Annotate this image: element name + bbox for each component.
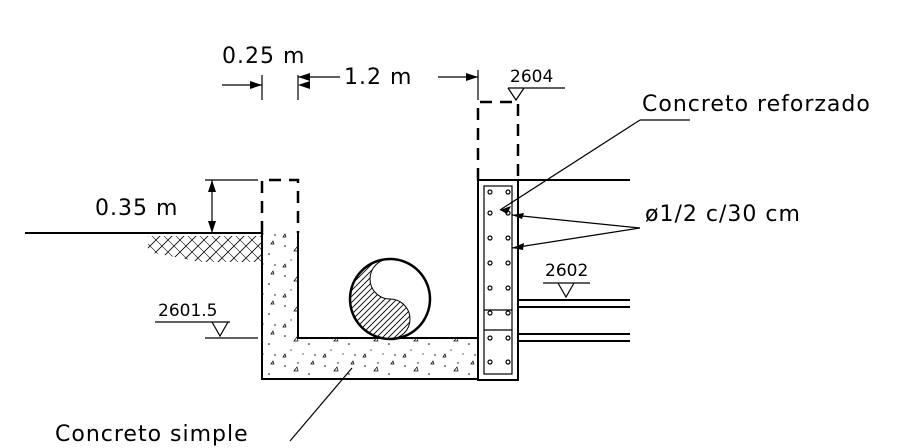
dim-channel-width-label: 1.2 m: [344, 65, 412, 90]
callout-reinforced-concrete: Concreto reforzado: [499, 92, 871, 214]
elevation-2602-label: 2602: [545, 261, 588, 281]
plain-concrete-channel: [261, 233, 478, 380]
pipe-symbol: [348, 257, 432, 341]
dim-channel-width: 1.2 m: [298, 65, 479, 100]
elevation-2604: 2604: [507, 67, 565, 102]
elevation-2602: 2602: [543, 261, 590, 299]
right-platform: [517, 179, 630, 342]
elevation-2601-5: 2601.5: [155, 301, 258, 339]
elevation-2604-label: 2604: [510, 67, 553, 87]
callout-plain-concrete: Concreto simple: [55, 367, 353, 447]
dim-freeboard-label: 0.35 m: [95, 196, 178, 221]
rebar-spec-label: ø1/2 c/30 cm: [645, 202, 801, 227]
callout-rebar: ø1/2 c/30 cm: [511, 202, 801, 250]
reinforced-concrete-wall: [476, 100, 520, 381]
dim-wall-thickness: 0.25 m: [222, 44, 310, 100]
elevation-2601-5-label: 2601.5: [158, 301, 217, 321]
dim-freeboard: 0.35 m: [95, 179, 258, 233]
plain-concrete-label: Concreto simple: [55, 422, 249, 447]
dim-wall-thickness-label: 0.25 m: [222, 44, 305, 69]
reinforced-concrete-label: Concreto reforzado: [642, 92, 871, 117]
rebar-dots: [487, 189, 511, 365]
left-wall-extension: [260, 178, 300, 233]
ground-left: [25, 232, 262, 262]
